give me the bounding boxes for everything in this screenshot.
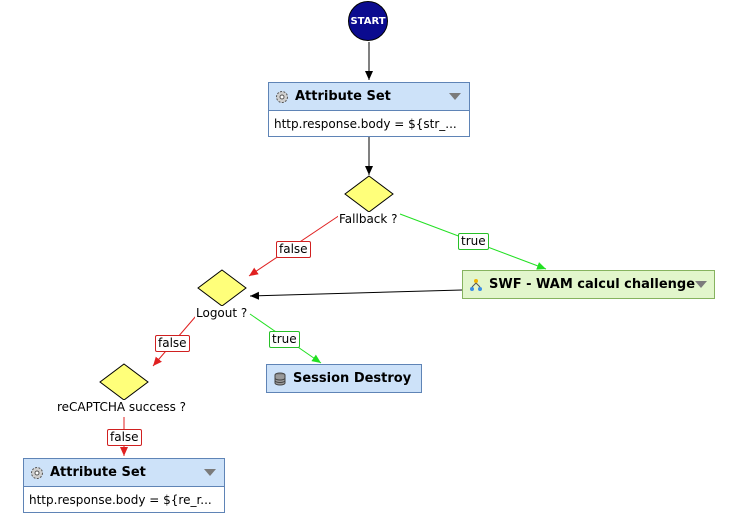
attribute-set-node-bottom[interactable]: Attribute Set http.response.body = ${re_…	[23, 458, 225, 513]
edge-label-logout-true: true	[269, 331, 300, 348]
swf-title: SWF - WAM calcul challenge	[489, 277, 696, 292]
decision-recaptcha-label: reCAPTCHA success ?	[56, 400, 188, 414]
database-icon	[273, 372, 287, 386]
edge-label-logout-false: false	[155, 335, 190, 352]
attribute-set-title: Attribute Set	[50, 465, 146, 480]
edge-label-recaptcha-false: false	[107, 429, 142, 446]
decision-recaptcha[interactable]	[99, 363, 149, 401]
gear-icon	[275, 90, 289, 104]
attribute-set-header: Attribute Set	[269, 83, 469, 110]
decision-fallback[interactable]	[344, 175, 394, 213]
attribute-set-expression: http.response.body = ${str_...	[269, 110, 469, 137]
chevron-down-icon[interactable]	[695, 281, 708, 288]
chevron-down-icon[interactable]	[204, 469, 216, 476]
attribute-set-expression: http.response.body = ${re_r...	[24, 486, 224, 513]
chevron-down-icon[interactable]	[449, 93, 461, 100]
attribute-set-header: Attribute Set	[24, 459, 224, 486]
gear-icon	[30, 466, 44, 480]
attribute-set-node-top[interactable]: Attribute Set http.response.body = ${str…	[268, 82, 470, 137]
session-destroy-node[interactable]: Session Destroy	[266, 364, 422, 393]
decision-logout-label: Logout ?	[195, 306, 249, 320]
start-label: START	[350, 15, 386, 27]
session-destroy-title: Session Destroy	[293, 371, 412, 386]
start-node[interactable]: START	[348, 1, 388, 41]
swf-node[interactable]: SWF - WAM calcul challenge	[462, 270, 715, 299]
decision-logout[interactable]	[197, 269, 247, 307]
decision-fallback-label: Fallback ?	[338, 212, 399, 226]
edge-swf-to-logout	[249, 289, 463, 300]
workflow-icon	[469, 278, 483, 292]
edge-label-fallback-true: true	[458, 233, 489, 250]
edge-label-fallback-false: false	[276, 241, 311, 258]
attribute-set-title: Attribute Set	[295, 89, 391, 104]
